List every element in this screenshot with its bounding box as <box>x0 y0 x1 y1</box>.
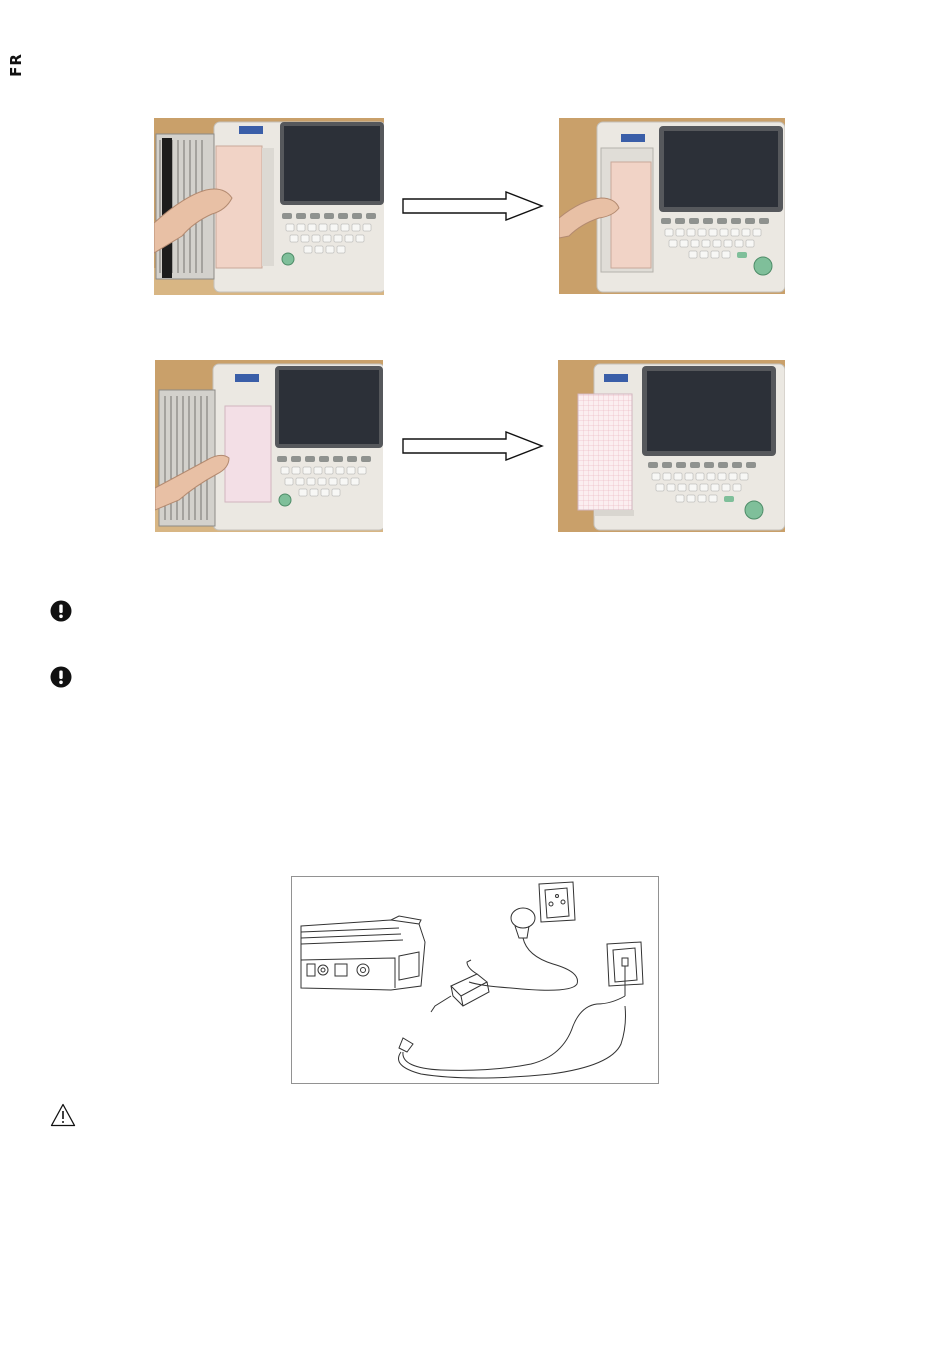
photo-step2-open <box>155 360 383 532</box>
photo-step1-open <box>154 118 384 295</box>
warning-triangle-icon <box>50 1103 76 1127</box>
language-code: FR <box>7 53 25 77</box>
exclamation-circle-icon <box>50 666 72 688</box>
right-arrow-1 <box>402 191 544 221</box>
exclamation-circle-icon <box>50 600 72 622</box>
right-arrow-2 <box>402 431 544 461</box>
power-adapter-connection-drawing <box>291 876 659 1084</box>
language-tab: FR <box>4 52 28 78</box>
photo-step1-closed <box>559 118 785 294</box>
photo-step2-closed <box>558 360 785 532</box>
